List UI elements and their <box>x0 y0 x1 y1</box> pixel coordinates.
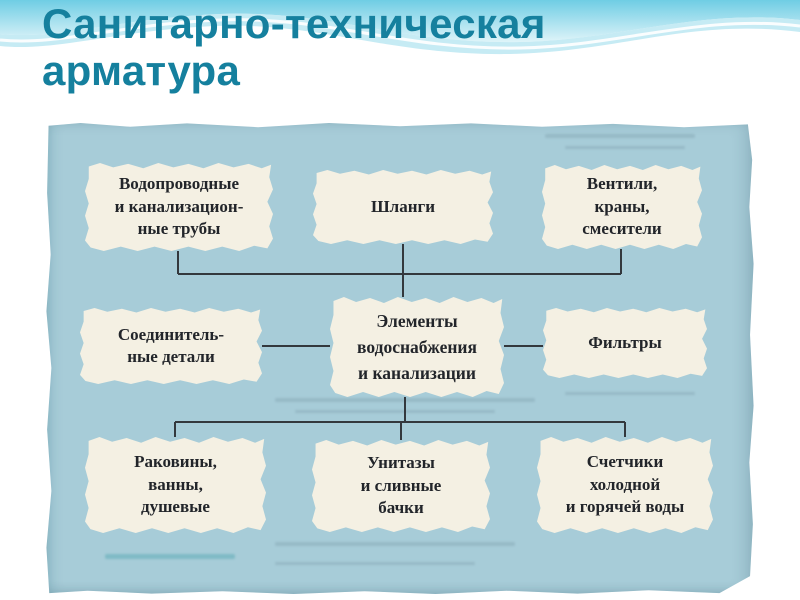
node-pipes: Водопроводные и канализацион- ные трубы <box>85 163 273 251</box>
scan-artifact <box>565 146 685 149</box>
slide-title: Санитарно-техническая арматура <box>42 0 546 95</box>
node-meters: Счетчики холодной и горячей воды <box>537 437 713 533</box>
scanned-diagram-image: Водопроводные и канализацион- ные трубы … <box>46 122 754 595</box>
node-toilets: Унитазы и сливные бачки <box>312 440 490 532</box>
node-valves-label: Вентили, краны, смесители <box>582 174 662 239</box>
node-hoses-label: Шланги <box>370 196 435 216</box>
connector-lines <box>174 244 626 440</box>
scan-artifact <box>275 562 475 565</box>
node-filters: Фильтры <box>543 308 707 378</box>
scan-artifact <box>105 554 235 559</box>
scan-artifact <box>295 410 495 413</box>
node-sinks-label: Раковины, ванны, душевые <box>134 452 217 517</box>
node-fittings-label: Соединитель- ные детали <box>117 324 225 366</box>
scan-artifact <box>545 134 695 138</box>
node-filters-label: Фильтры <box>588 332 662 352</box>
node-valves: Вентили, краны, смесители <box>542 165 702 249</box>
header-wave-decoration <box>0 0 800 55</box>
node-center: Элементы водоснабжения и канализации <box>330 297 504 397</box>
node-toilets-label: Унитазы и сливные бачки <box>360 453 442 518</box>
node-center-label: Элементы водоснабжения и канализации <box>357 310 477 384</box>
scan-artifact <box>565 392 695 395</box>
node-fittings: Соединитель- ные детали <box>80 308 262 384</box>
node-sinks: Раковины, ванны, душевые <box>85 437 266 533</box>
node-pipes-label: Водопроводные и канализацион- ные трубы <box>114 174 244 239</box>
node-meters-label: Счетчики холодной и горячей воды <box>565 452 685 517</box>
node-hoses: Шланги <box>313 170 493 244</box>
scan-artifact <box>275 542 515 546</box>
